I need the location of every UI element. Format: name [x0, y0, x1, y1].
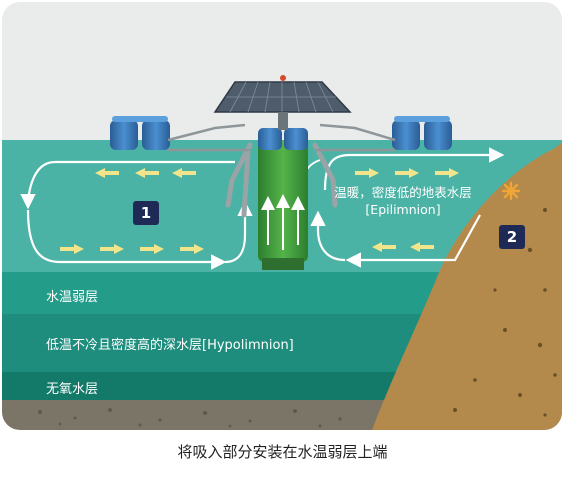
flow-arrows-top-left [95, 168, 196, 178]
flow-arrows-top-right [355, 168, 459, 178]
bank-pebbles [453, 208, 557, 417]
tube-base [262, 258, 304, 270]
anoxic-label: 无氧水层 [46, 382, 99, 397]
tube-up-arrows [261, 194, 305, 250]
marker-2-badge: 2 [499, 225, 525, 249]
circulation-loop-left [20, 160, 253, 270]
marker-1-badge: 1 [133, 201, 159, 225]
float-left [110, 116, 170, 150]
flow-arrows-bottom-right [372, 242, 434, 252]
float-center [258, 128, 308, 150]
bottom-pebbles [38, 408, 342, 428]
flow-arrows-bottom-left [60, 244, 204, 254]
solar-panel [213, 75, 352, 130]
epilimnion-label-cn: 温暖，密度低的地表水层 [334, 185, 472, 200]
frame-arms [167, 123, 396, 152]
epilimnion-label: 温暖，密度低的地表水层 [Epilimnion] [318, 184, 488, 218]
figure-caption: 将吸入部分安装在水温弱层上端 [177, 443, 388, 461]
epilimnion-label-en: [Epilimnion] [365, 202, 441, 217]
float-right [392, 116, 452, 150]
warm-spot-icon [501, 181, 521, 201]
lake-bank [372, 140, 562, 430]
thermocline-label: 水温弱层 [46, 290, 99, 305]
hypolimnion-label: 低温不冷且密度高的深水层[Hypolimnion] [46, 338, 294, 353]
support-legs [225, 142, 338, 218]
